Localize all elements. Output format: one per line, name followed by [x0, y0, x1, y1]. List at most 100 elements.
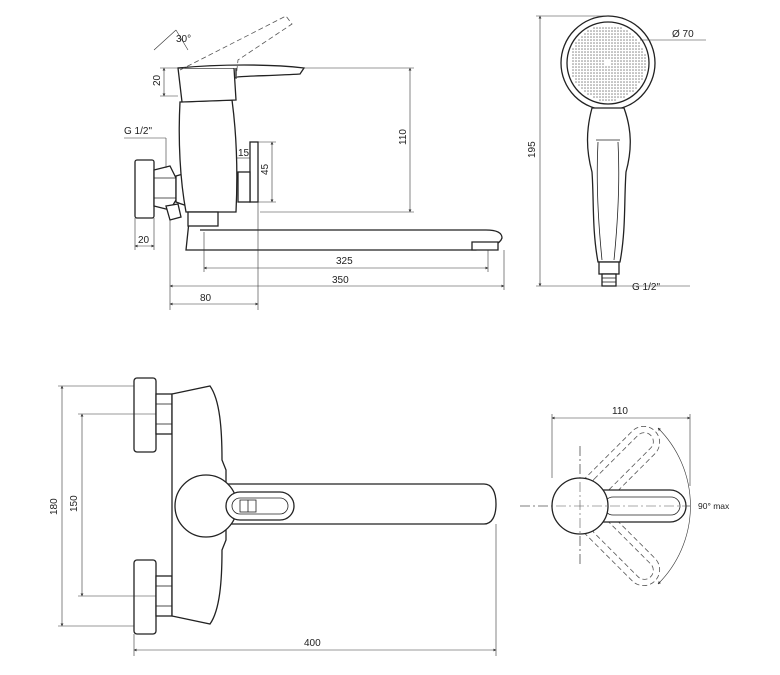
- spray-dot: [638, 63, 640, 65]
- spray-dot: [593, 51, 595, 53]
- dim-20-bottom-label: 20: [138, 235, 150, 246]
- spray-dot: [614, 81, 616, 83]
- spray-dot: [581, 45, 583, 47]
- spray-dot: [602, 36, 604, 38]
- spray-dot: [617, 45, 619, 47]
- spray-dot: [590, 81, 592, 83]
- spray-dot: [605, 87, 607, 89]
- spray-dot: [611, 66, 613, 68]
- spray-dot: [593, 81, 595, 83]
- dim-400-label: 400: [304, 638, 321, 649]
- spray-dot: [572, 54, 574, 56]
- spray-dot: [605, 54, 607, 56]
- spray-dot: [620, 57, 622, 59]
- dim-110-top-label: 110: [612, 406, 628, 417]
- spray-dot: [623, 42, 625, 44]
- spray-dot: [605, 93, 607, 95]
- spray-dot: [620, 54, 622, 56]
- spray-dot: [593, 93, 595, 95]
- spray-dot: [638, 51, 640, 53]
- spray-dot: [599, 42, 601, 44]
- spray-dot: [587, 78, 589, 80]
- shower-head-inner: [566, 21, 650, 105]
- spray-dot: [629, 66, 631, 68]
- spray-dot: [602, 60, 604, 62]
- spray-dot: [602, 66, 604, 68]
- spray-dot: [584, 87, 586, 89]
- spray-dot: [638, 81, 640, 83]
- spray-dot: [578, 42, 580, 44]
- spray-dot: [590, 69, 592, 71]
- spray-dot: [623, 72, 625, 74]
- spray-dot: [614, 33, 616, 35]
- spray-dot: [575, 51, 577, 53]
- spray-dot: [635, 66, 637, 68]
- spray-dot: [632, 78, 634, 80]
- spray-dot: [614, 42, 616, 44]
- spray-dot: [593, 90, 595, 92]
- spray-dot: [590, 84, 592, 86]
- front-flange-bottom: [133, 559, 157, 635]
- spray-dot: [617, 81, 619, 83]
- spray-dot: [635, 75, 637, 77]
- spray-dot: [605, 75, 607, 77]
- spray-dot: [587, 93, 589, 95]
- spray-dot: [584, 36, 586, 38]
- spray-dot: [578, 54, 580, 56]
- spray-dot: [626, 30, 628, 32]
- spray-dot: [605, 48, 607, 50]
- spray-dot: [614, 39, 616, 41]
- spray-dot: [608, 51, 610, 53]
- spray-dot: [644, 60, 646, 62]
- dim-15-label: 15: [238, 148, 250, 159]
- spray-dot: [626, 60, 628, 62]
- spray-dot: [575, 78, 577, 80]
- spray-dot: [572, 60, 574, 62]
- spray-dot: [626, 33, 628, 35]
- spray-dot: [602, 84, 604, 86]
- spray-dot: [572, 48, 574, 50]
- side-view: 30° 20 G 1/2" 110 15 45 20 325: [124, 15, 505, 310]
- spray-dot: [614, 54, 616, 56]
- spray-dot: [620, 36, 622, 38]
- spray-dot: [623, 60, 625, 62]
- spray-dot: [584, 57, 586, 59]
- shower-spray-dots: [572, 27, 646, 101]
- spray-dot: [599, 45, 601, 47]
- spray-dot: [614, 36, 616, 38]
- thread-shower-label: G 1/2": [632, 282, 660, 293]
- spray-dot: [611, 75, 613, 77]
- spray-dot: [587, 72, 589, 74]
- spray-dot: [590, 51, 592, 53]
- spray-dot: [584, 45, 586, 47]
- spray-dot: [629, 57, 631, 59]
- spray-dot: [602, 99, 604, 101]
- spray-dot: [602, 72, 604, 74]
- spray-dot: [581, 48, 583, 50]
- spray-dot: [587, 33, 589, 35]
- spray-dot: [605, 84, 607, 86]
- spray-dot: [599, 57, 601, 59]
- spray-dot: [596, 63, 598, 65]
- spray-dot: [635, 39, 637, 41]
- shower-thread: [601, 273, 617, 287]
- spray-dot: [608, 81, 610, 83]
- spray-dot: [620, 63, 622, 65]
- spray-dot: [590, 45, 592, 47]
- spray-dot: [620, 90, 622, 92]
- spray-dot: [617, 78, 619, 80]
- spray-dot: [581, 57, 583, 59]
- spray-dot: [575, 81, 577, 83]
- side-bottom-nipple: [165, 203, 182, 221]
- spray-dot: [599, 60, 601, 62]
- dim-350-label: 350: [332, 275, 349, 286]
- spray-dot: [632, 42, 634, 44]
- spray-dot: [608, 48, 610, 50]
- spray-dot: [596, 27, 598, 29]
- shower-handle: [586, 107, 631, 263]
- spray-dot: [593, 66, 595, 68]
- spray-dot: [626, 93, 628, 95]
- spray-dot: [602, 90, 604, 92]
- spray-dot: [608, 93, 610, 95]
- spray-dot: [596, 30, 598, 32]
